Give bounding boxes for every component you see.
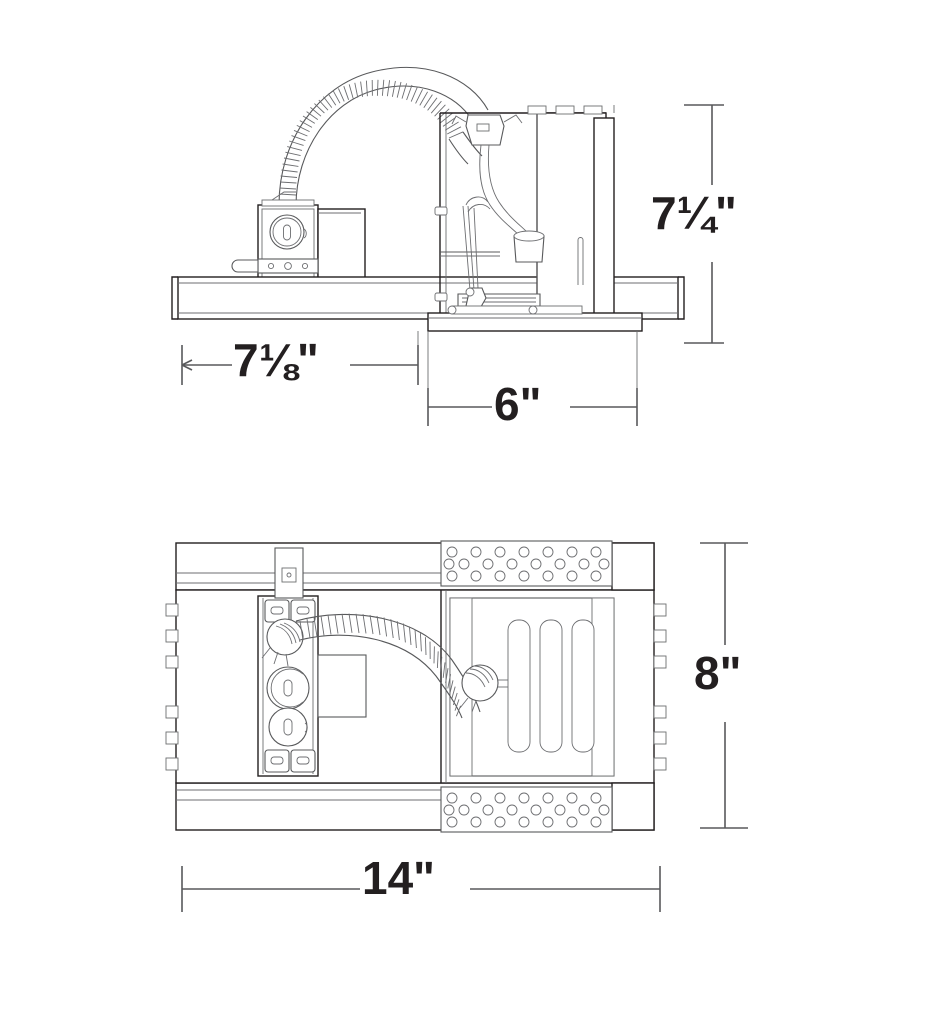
- dimension-label-height-plan: 8": [694, 647, 742, 699]
- trim-flange-side: [427, 305, 643, 332]
- dimension-label-depth-side: 7⅛": [233, 334, 319, 386]
- conduit-connector-left-plan: [261, 618, 304, 667]
- dimension-label-aperture-width: 6": [494, 378, 542, 430]
- perforation-holes-top: [443, 546, 610, 582]
- conduit-ribs: [278, 79, 464, 202]
- perforated-plate-top: [440, 540, 613, 587]
- flexible-conduit-side: [278, 66, 489, 207]
- dimension-width-plan: [181, 866, 661, 912]
- dimension-height-plan: [700, 542, 748, 829]
- perforated-plate-bottom: [440, 786, 613, 833]
- dimension-aperture-width: [427, 331, 638, 426]
- conduit-ribs-plan: [299, 613, 462, 717]
- dimension-label-height-side: 7¼": [651, 187, 737, 239]
- plan-view: [165, 540, 667, 833]
- side-elevation-view: [171, 66, 685, 332]
- perforation-holes-bottom: [443, 792, 610, 828]
- junction-box-plan: [257, 547, 367, 777]
- conduit-connector-right-plan: [459, 664, 508, 713]
- dimension-height-side: [613, 104, 724, 344]
- mounting-tabs-left: [165, 603, 179, 771]
- dimension-label-width-plan: 14": [362, 852, 435, 904]
- dimension-depth-side: [181, 331, 419, 385]
- housing-can-side: [434, 105, 615, 322]
- flexible-conduit-plan: [295, 613, 481, 719]
- mounting-tabs-right: [653, 603, 667, 771]
